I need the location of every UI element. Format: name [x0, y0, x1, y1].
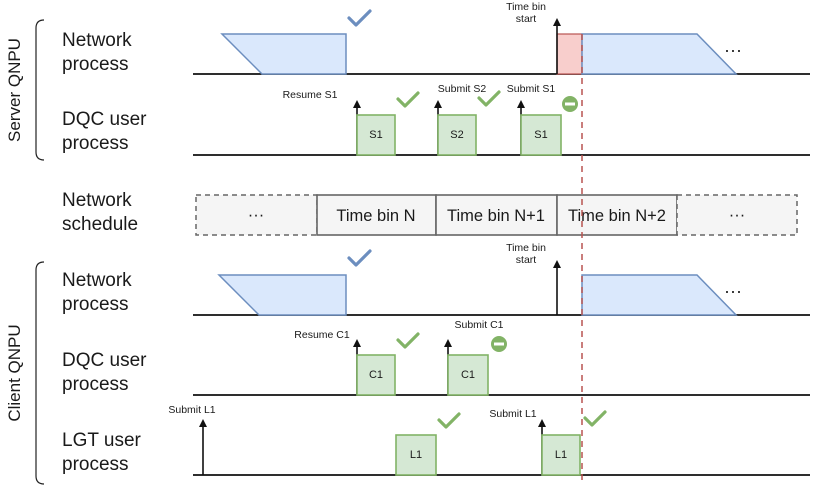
server-dqc-row: Resume S1 S1 Submit S2 S2 Submit S1 S1	[193, 83, 810, 156]
client-bracket	[35, 261, 45, 485]
server-network-ellipsis: ···	[724, 40, 742, 60]
check-green-icon	[477, 90, 501, 107]
schedule-bin-n1	[435, 194, 558, 236]
schedule-bin-n2-label: Time bin N+2	[568, 207, 666, 225]
server-process-box-s1-b	[520, 114, 562, 156]
check-blue-icon	[347, 249, 372, 267]
schedule-bin-n	[316, 194, 437, 236]
client-process-label-l1-b: L1	[555, 449, 567, 461]
schedule-bin-n1-label: Time bin N+1	[447, 207, 545, 225]
client-lgt-row: Submit L1 L1 Submit L1 L1	[168, 404, 810, 476]
client-process-box-l1-b	[541, 434, 581, 476]
server-process-label-s1-b: S1	[534, 129, 547, 141]
check-blue-icon	[347, 9, 372, 27]
client-process-label-l1-a: L1	[410, 449, 422, 461]
schedule-bin-prev	[195, 194, 318, 236]
server-network-burst-1	[220, 33, 347, 75]
client-process-box-l1-a	[395, 434, 437, 476]
client-process-label-c1-b: C1	[461, 369, 475, 381]
server-process-label-s2: S2	[450, 129, 463, 141]
check-green-icon	[583, 410, 607, 427]
submit-c1-label: Submit C1	[454, 319, 503, 331]
client-process-box-c1-a	[356, 354, 396, 396]
server-network-burst-2	[581, 33, 738, 75]
check-green-icon	[396, 332, 420, 349]
submit-s2-label: Submit S2	[438, 83, 487, 95]
client-network-burst-2	[581, 274, 738, 316]
client-qnpu-group: Client QNPU	[5, 261, 45, 485]
schedule-bin-prev-label: ···	[248, 206, 264, 224]
submit-s1-label: Submit S1	[507, 83, 556, 95]
schedule-bin-n2	[556, 194, 678, 236]
server-process-label-s1-a: S1	[369, 129, 382, 141]
resume-s1-label: Resume S1	[283, 89, 338, 101]
check-green-icon	[396, 91, 420, 108]
client-qnpu-label: Client QNPU	[5, 324, 24, 421]
server-process-box-s2	[437, 114, 477, 156]
client-network-ellipsis: ···	[724, 281, 742, 301]
submit-l1-label-a: Submit L1	[168, 404, 215, 416]
server-network-blocked-segment	[556, 33, 583, 75]
server-bracket	[35, 19, 45, 161]
resume-c1-label: Resume C1	[294, 329, 350, 341]
network-schedule-row: ··· Time bin N Time bin N+1 Time bin N+2…	[195, 194, 798, 236]
blocked-icon	[562, 96, 578, 112]
client-process-label-c1-a: C1	[369, 369, 383, 381]
server-qnpu-group: Server QNPU	[5, 19, 45, 161]
server-process-box-s1-a	[356, 114, 396, 156]
client-process-box-c1-b	[447, 354, 489, 396]
blocked-icon	[491, 336, 507, 352]
schedule-bin-next	[676, 194, 798, 236]
schedule-bin-n-label: Time bin N	[336, 207, 415, 225]
schedule-bin-next-label: ···	[729, 206, 745, 224]
check-green-icon	[437, 412, 461, 429]
client-dqc-row: Resume C1 C1 Submit C1 C1	[193, 319, 810, 396]
submit-l1-label-b: Submit L1	[489, 408, 536, 420]
server-qnpu-label: Server QNPU	[5, 38, 24, 142]
client-network-burst-1	[217, 274, 347, 316]
